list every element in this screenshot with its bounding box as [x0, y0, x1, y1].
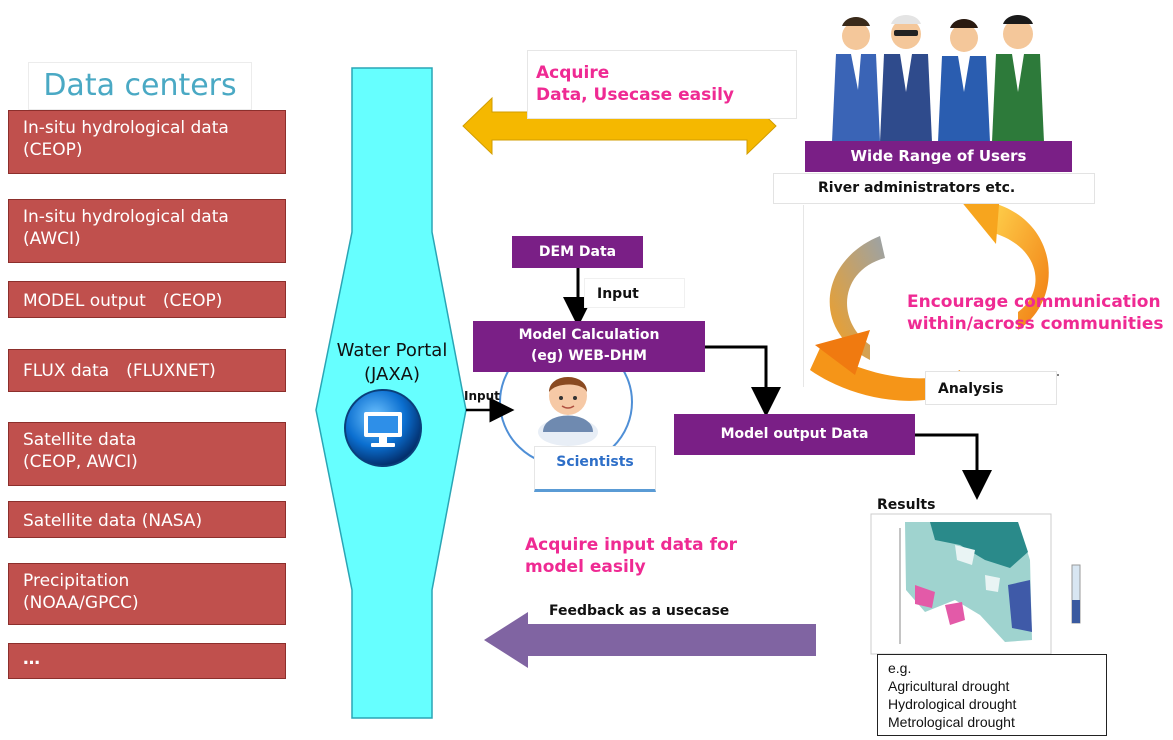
results-caption: e.g. Agricultural drought Hydrological d…: [877, 654, 1107, 736]
encourage-communication-text: Encourage communication within/across co…: [907, 292, 1164, 334]
dem-data-box: DEM Data: [512, 236, 643, 268]
calc-to-output-arrow: [705, 345, 781, 417]
data-center-satellite-nasa: Satellite data (NASA): [8, 501, 286, 538]
output-to-results-arrow: [915, 433, 992, 500]
portal-input-label: Input: [464, 389, 500, 403]
model-calculation-box: Model Calculation (eg) WEB-DHM: [473, 321, 705, 372]
data-center-insitu-awci: In-situ hydrological data (AWCI): [8, 199, 286, 263]
scientist-face-icon: [538, 377, 598, 446]
data-center-model-output: MODEL output (CEOP): [8, 281, 286, 318]
data-center-flux: FLUX data (FLUXNET): [8, 349, 286, 392]
data-center-insitu-ceop: In-situ hydrological data (CEOP): [8, 110, 286, 174]
feedback-label: Feedback as a usecase: [549, 603, 730, 619]
dem-input-label: Input: [584, 278, 685, 308]
acquire-line1: Acquire: [536, 63, 610, 83]
model-output-data-box: Model output Data: [674, 414, 915, 455]
users-people-illustration: [832, 15, 1044, 142]
data-center-satellite-ceop: Satellite data (CEOP, AWCI): [8, 422, 286, 486]
results-title: Results: [877, 497, 936, 513]
cycle-panel: [803, 205, 1173, 387]
acquire-label-box: Acquire Data, Usecase easily: [527, 50, 797, 119]
wide-range-of-users: Wide Range of Users: [805, 141, 1072, 172]
acquire-input-data-text: Acquire input data for model easily: [525, 535, 738, 577]
acquire-line2: Data, Usecase easily: [536, 85, 734, 105]
data-centers-title: Data centers: [28, 62, 252, 110]
scientists-box: Scientists: [534, 446, 656, 492]
scientists-label: Scientists: [556, 454, 634, 470]
results-map: [870, 513, 1081, 655]
data-center-precipitation: Precipitation (NOAA/GPCC): [8, 563, 286, 625]
analysis-label: Analysis: [925, 371, 1057, 405]
river-administrators: River administrators etc.: [773, 173, 1095, 204]
water-portal-label: Water Portal (JAXA): [336, 340, 448, 385]
communication-cycle-arrows: [810, 192, 1049, 401]
computer-icon: [344, 389, 422, 467]
feedback-arrow: [484, 612, 816, 668]
data-center-more: …: [8, 643, 286, 679]
